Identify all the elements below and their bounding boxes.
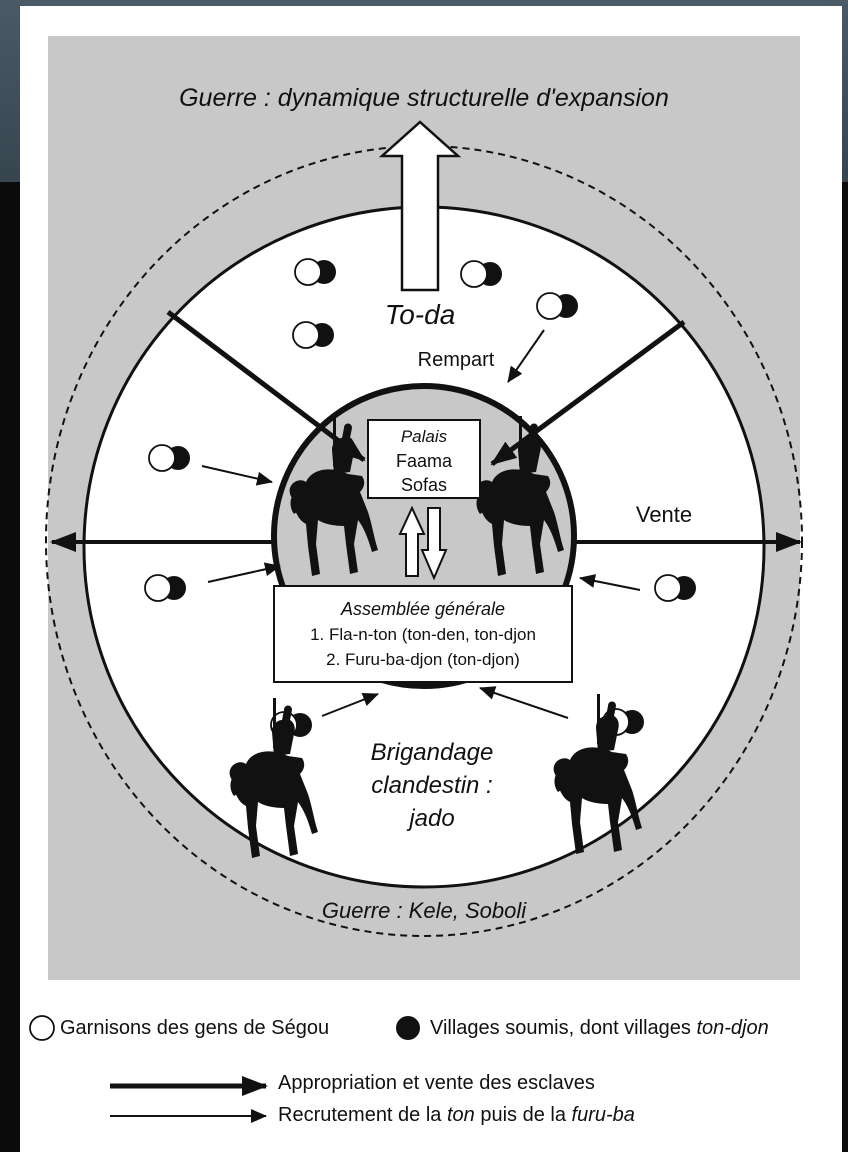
legend-villages: Villages soumis, dont villages ton-djon [430, 1017, 769, 1039]
brigandage-line2: clandestin : [371, 772, 492, 799]
legend-filled-circle [396, 1016, 420, 1040]
figure-page: Guerre : dynamique structurelle d'expans… [20, 6, 842, 1152]
palais-faama: Faama [396, 451, 453, 471]
palais-sofas: Sofas [401, 475, 447, 495]
brigandage-line1: Brigandage [371, 739, 494, 766]
guerre-bottom: Guerre : Kele, Soboli [322, 898, 527, 923]
pair-5 [149, 445, 190, 471]
pair-1 [295, 259, 336, 285]
brigandage-line3: jado [406, 805, 454, 832]
legend-garnisons: Garnisons des gens de Ségou [60, 1017, 329, 1039]
pair-4 [537, 293, 578, 319]
assemblee-line2: 2. Furu-ba-djon (ton-djon) [326, 650, 520, 669]
toda-label: To-da [385, 299, 456, 330]
assemblee-title: Assemblée générale [340, 599, 505, 619]
pair-3 [293, 322, 334, 348]
title-top: Guerre : dynamique structurelle d'expans… [179, 84, 669, 112]
legend-appropriation: Appropriation et vente des esclaves [278, 1072, 595, 1094]
legend-recrutement: Recrutement de la ton puis de la furu-ba [278, 1104, 635, 1126]
rempart-label: Rempart [418, 349, 495, 371]
pair-2 [461, 261, 502, 287]
vente-label: Vente [636, 502, 692, 527]
pair-7 [655, 575, 696, 601]
legend: Garnisons des gens de Ségou Villages sou… [30, 1016, 769, 1126]
palais-title: Palais [401, 427, 448, 446]
assemblee-line1: 1. Fla-n-ton (ton-den, ton-djon [310, 625, 536, 644]
diagram-svg: Guerre : dynamique structurelle d'expans… [20, 6, 842, 1152]
legend-open-circle [30, 1016, 54, 1040]
pair-6 [145, 575, 186, 601]
